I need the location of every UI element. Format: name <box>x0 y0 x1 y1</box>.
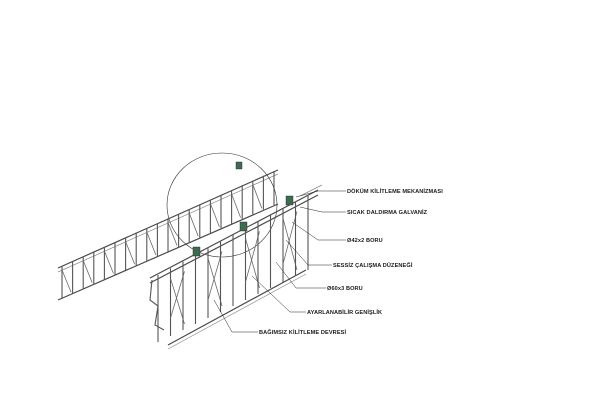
callout-independent-lock-circuit: BAĞIMSIZ KİLİTLEME DEVRESİ <box>259 328 346 336</box>
main-barrier-brace <box>207 251 223 301</box>
main-barrier-brace <box>207 258 223 307</box>
main-barrier-brace <box>282 218 298 271</box>
callout-hot-dip-galvanized: SICAK DALDIRMA GALVANİZ <box>347 209 428 216</box>
callout-casting-lock: DÖKÜM KİLİTLEME MEKANİZMASI <box>347 188 443 195</box>
callout-adjustable-width: AYARLANABİLİR GENİŞLİK <box>307 309 382 316</box>
lock-mechanism <box>235 161 243 170</box>
leader-lines <box>213 190 346 333</box>
lock-mechanism <box>239 221 248 232</box>
main-barrier-brace <box>282 211 298 265</box>
detail-circle <box>166 152 278 258</box>
main-barrier-brace <box>245 238 260 289</box>
small-barrier-brace <box>61 269 72 293</box>
small-barrier-brace <box>252 184 263 209</box>
main-barrier-brace <box>245 231 260 283</box>
lock-mechanism <box>192 246 201 257</box>
callout-silent-operation: SESSİZ ÇALIŞMA DÜZENEĞİ <box>333 261 413 269</box>
small-barrier-brace <box>210 203 220 228</box>
small-barrier-brace <box>188 212 199 237</box>
main-feed-barrier <box>149 161 323 350</box>
small-feed-barrier <box>57 169 279 301</box>
main-barrier-brace <box>170 271 185 319</box>
small-barrier-brace <box>146 231 157 255</box>
callout-pipe-60: Ø60x3 BORU <box>327 286 363 292</box>
main-barrier-brace <box>170 278 185 325</box>
small-barrier-brace <box>82 260 93 283</box>
small-barrier-brace <box>231 193 241 218</box>
small-barrier-brace <box>167 222 178 246</box>
lock-mechanism <box>285 195 294 206</box>
small-barrier-brace <box>104 250 114 274</box>
small-barrier-brace <box>125 241 135 265</box>
callout-pipe-42: Ø42x2 BORU <box>347 238 383 244</box>
